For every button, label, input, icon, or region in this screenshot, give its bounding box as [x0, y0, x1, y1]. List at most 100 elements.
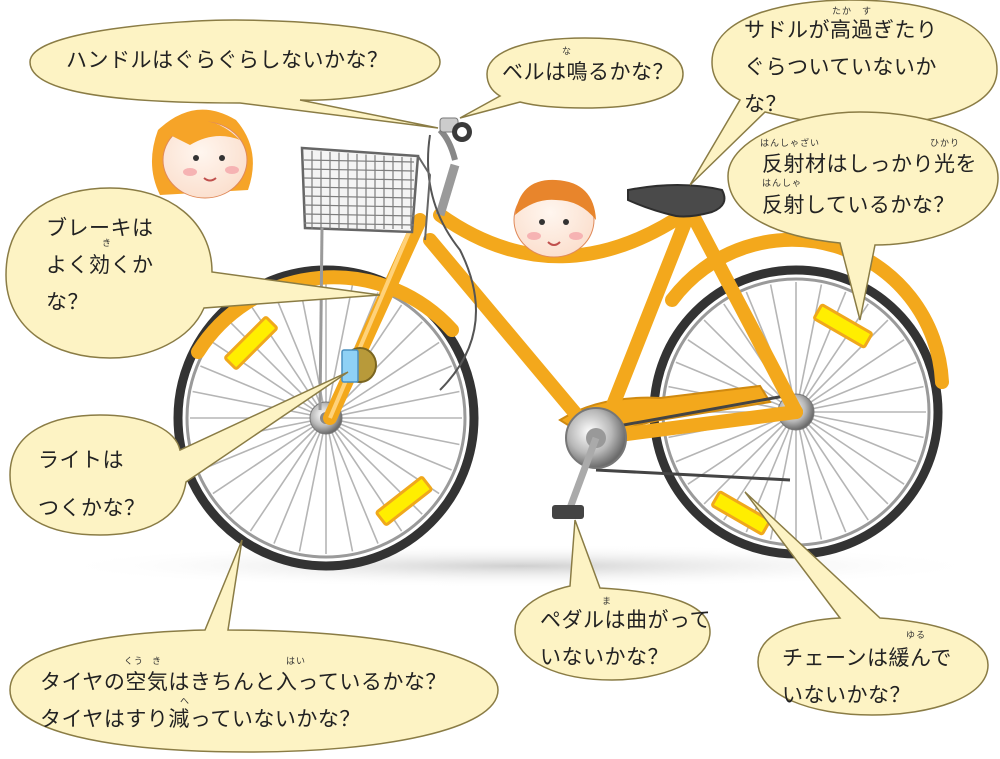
handle-line-1: ハンドルはぐらぐらしないかな？ [66, 48, 389, 72]
spoke [325, 417, 354, 552]
girl-face-icon [151, 109, 253, 199]
bell-line-1: ベルは鳴るかな？ [502, 60, 674, 84]
tire-ruby-2: き [152, 657, 163, 667]
saddle-line-3: な？ [744, 92, 787, 116]
saddle-ruby-1: たか [832, 7, 853, 17]
light-line-1: ライトは [38, 448, 124, 472]
spoke [795, 361, 917, 413]
spoke [687, 411, 797, 485]
chain-line-2: いないかな？ [782, 683, 911, 707]
reflector-ruby-1: はんしゃざい [760, 139, 821, 149]
saddle-line-2: ぐらついていないか [744, 55, 937, 79]
spoke [795, 339, 905, 413]
spoke [795, 385, 924, 413]
front-reflector-bottom [375, 476, 433, 526]
spoke [212, 417, 327, 495]
bubble-brake [5, 187, 381, 359]
spoke [298, 417, 327, 552]
basket-wire [303, 195, 415, 199]
spoke [325, 365, 452, 419]
bubble-handle [29, 19, 441, 129]
spoke [273, 292, 327, 419]
tire-line-1: タイヤの空気はきちんと入っているかな？ [40, 670, 447, 694]
light-check-text: ライトは つくかな？ [38, 448, 146, 532]
saddle-ruby-2: す [862, 7, 873, 17]
bicycle-illustration [173, 117, 949, 571]
spoke [795, 411, 917, 463]
spoke [249, 417, 327, 532]
bubble-saddle [689, 0, 998, 186]
basket-wire [303, 159, 415, 163]
reflector-ruby-2: ひかり [930, 139, 961, 149]
spoke [795, 284, 823, 413]
handle-check-text: ハンドルはぐらぐらしないかな？ [66, 42, 389, 79]
tire-ruby-3: はい [286, 657, 307, 667]
spoke [769, 411, 797, 540]
spoke [795, 411, 847, 533]
reflector-ruby-3: はんしゃ [762, 179, 803, 189]
ground-shadow [50, 544, 990, 588]
spoke [795, 411, 869, 521]
rear-reflector-top [813, 303, 873, 349]
spoke [273, 417, 327, 544]
spoke [229, 417, 327, 515]
rear-reflector-bottom [711, 490, 771, 536]
spoke [795, 411, 905, 485]
chain-ruby: ゆる [906, 631, 927, 641]
saddle-check-text: サドルが高過ぎたり ぐらついていないか な？ [744, 12, 938, 123]
spoke [795, 303, 869, 413]
pedal-check-text: ペダルは曲がって いないかな？ [540, 602, 711, 676]
spoke [192, 390, 327, 419]
tire-check-text: タイヤの空気はきちんと入っているかな？ タイヤはすり減っていないかな？ [40, 664, 447, 738]
tire-line-2: タイヤはすり減っていないかな？ [40, 707, 361, 731]
bubble-light [9, 371, 349, 536]
basket-wire [303, 186, 415, 190]
brake-check-text: ブレーキは よく効くか な？ [46, 210, 154, 321]
basket-wire [303, 213, 415, 217]
pedal-icon [552, 505, 584, 519]
spoke [795, 411, 889, 505]
spoke [675, 361, 797, 413]
bell-icon [452, 122, 472, 142]
chain-check-text: チェーンは緩んで いないかな？ [782, 640, 952, 714]
brake-line-3: な？ [46, 290, 89, 314]
brake-line-1: ブレーキは [46, 216, 154, 240]
spoke [325, 417, 379, 544]
bubble-tire [9, 539, 499, 753]
spoke [200, 365, 327, 419]
spoke [200, 417, 327, 471]
bubble-bell [459, 37, 684, 119]
spoke [325, 417, 460, 446]
spoke [325, 284, 354, 419]
front-reflector-top [224, 316, 278, 370]
spoke [703, 411, 797, 505]
basket-wire [303, 222, 415, 226]
spoke [325, 341, 440, 419]
bubble-reflector [727, 111, 999, 321]
reflector-line-2: 反射しているかな？ [762, 193, 955, 217]
pedal-line-1: ペダルは曲がって [540, 608, 711, 632]
spoke [687, 339, 797, 413]
reflector-line-1: 反射材はしっかり光を [762, 152, 977, 176]
spoke [795, 411, 823, 540]
tire-ruby-4: へ [180, 697, 191, 707]
reflector-check-text: 反射材はしっかり光を 反射しているかな？ [762, 146, 977, 224]
chain-line-1: チェーンは緩んで [782, 646, 952, 670]
basket-icon [300, 146, 432, 411]
spoke [325, 417, 452, 471]
spoke [325, 390, 460, 419]
basket-wire [303, 177, 415, 181]
chain [595, 393, 791, 482]
basket-wire [303, 204, 415, 208]
bubble-chain [744, 491, 989, 716]
pedal-ruby: ま [602, 597, 613, 607]
light-icon [341, 347, 377, 383]
spoke [795, 411, 924, 439]
front-fender [191, 270, 459, 359]
bell-check-text: ベルは鳴るかな？ [502, 54, 674, 91]
tire-ruby-1: くう [124, 657, 144, 667]
pedal-line-2: いないかな？ [540, 645, 669, 669]
light-line-2: つくかな？ [38, 496, 146, 520]
bubble-pedal [514, 519, 711, 681]
